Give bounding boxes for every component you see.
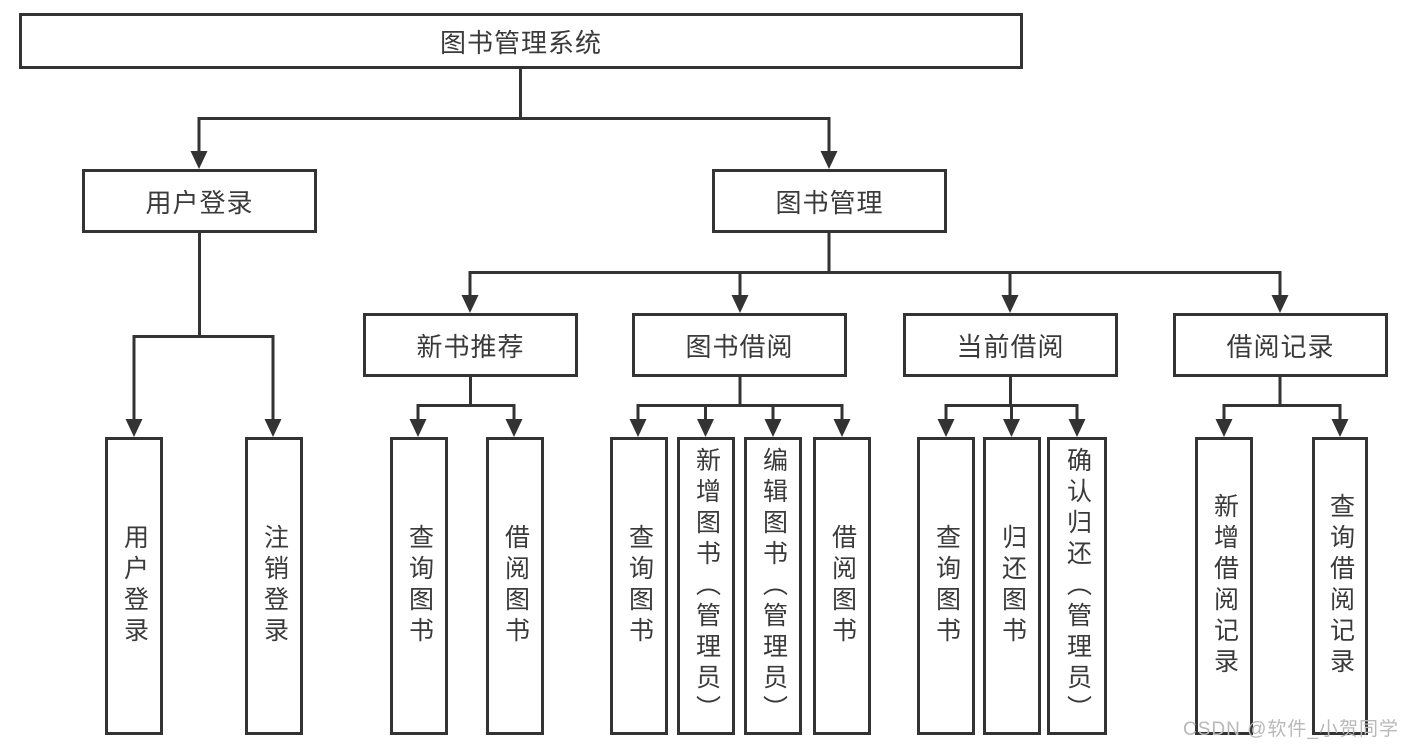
arrowheads xyxy=(125,151,1349,437)
node-leaf-recommend-borrow-books: 借阅图书 xyxy=(486,437,544,735)
arrow-icon xyxy=(1215,419,1233,437)
node-library-management-system: 图书管理系统 xyxy=(19,13,1023,69)
arrow-icon xyxy=(1003,419,1020,437)
node-label: 确认归还（管理员） xyxy=(1063,446,1092,726)
node-label: 编辑图书（管理员） xyxy=(759,446,788,726)
node-leaf-add-borrow-record: 新增借阅记录 xyxy=(1195,437,1253,735)
node-label: 用户登录 xyxy=(145,187,254,218)
node-label: 注销登录 xyxy=(260,524,289,648)
node-leaf-query-borrow-record: 查询借阅记录 xyxy=(1312,437,1368,735)
arrow-icon xyxy=(1068,419,1086,437)
node-label: 图书管理系统 xyxy=(439,27,602,58)
node-label: 查询图书 xyxy=(625,524,654,648)
connector-bookmgmt-branch xyxy=(468,271,1282,296)
connector-userlogin-branch xyxy=(132,335,275,420)
arrow-icon xyxy=(937,419,955,437)
arrow-icon xyxy=(833,419,851,437)
arrow-icon xyxy=(505,419,523,437)
node-label: 借阅图书 xyxy=(501,524,530,648)
node-leaf-current-query-books: 查询图书 xyxy=(917,437,975,735)
node-label: 新书推荐 xyxy=(416,331,525,362)
node-leaf-recommend-query-books: 查询图书 xyxy=(390,437,448,735)
node-label: 图书管理 xyxy=(775,187,884,218)
node-borrowing-records: 借阅记录 xyxy=(1173,313,1388,377)
node-label: 当前借阅 xyxy=(956,331,1065,362)
node-user-login: 用户登录 xyxy=(82,169,317,233)
node-label: 新增图书（管理员） xyxy=(692,446,721,726)
arrow-icon xyxy=(731,295,749,313)
arrow-icon xyxy=(1001,295,1019,313)
node-leaf-borrow-query-books: 查询图书 xyxy=(610,437,668,735)
arrow-icon xyxy=(697,419,714,437)
node-label: 查询借阅记录 xyxy=(1326,493,1355,679)
node-leaf-confirm-return-admin: 确认归还（管理员） xyxy=(1047,437,1107,735)
connector-strokes xyxy=(132,69,1342,420)
arrow-icon xyxy=(1271,295,1289,313)
node-label: 新增借阅记录 xyxy=(1210,493,1239,679)
arrow-icon xyxy=(409,419,427,437)
arrow-icon xyxy=(461,295,479,313)
connector-root-branch xyxy=(197,117,831,152)
node-label: 查询图书 xyxy=(932,524,961,648)
connector-borrow-branch xyxy=(636,404,844,420)
node-leaf-edit-books-admin: 编辑图书（管理员） xyxy=(744,437,802,735)
node-book-borrowing: 图书借阅 xyxy=(632,313,847,377)
csdn-watermark: CSDN @软件_小贺同学 xyxy=(1183,719,1399,740)
node-label: 用户登录 xyxy=(120,524,149,648)
arrow-icon xyxy=(264,419,282,437)
node-leaf-borrow-lend-books: 借阅图书 xyxy=(813,437,871,735)
node-label: 借阅记录 xyxy=(1226,331,1335,362)
node-leaf-logout: 注销登录 xyxy=(245,437,303,735)
arrow-icon xyxy=(125,419,143,437)
node-leaf-user-login: 用户登录 xyxy=(105,437,163,735)
node-leaf-add-books-admin: 新增图书（管理员） xyxy=(677,437,735,735)
arrow-icon xyxy=(1331,419,1349,437)
node-label: 图书借阅 xyxy=(685,331,794,362)
arrow-icon xyxy=(190,151,208,169)
node-leaf-return-books: 归还图书 xyxy=(983,437,1041,735)
node-label: 查询图书 xyxy=(405,524,434,648)
connector-records-branch xyxy=(1222,404,1342,420)
arrow-icon xyxy=(629,419,647,437)
node-new-book-recommendation: 新书推荐 xyxy=(363,313,578,377)
arrow-icon xyxy=(764,419,782,437)
node-current-borrowing: 当前借阅 xyxy=(903,313,1118,377)
node-book-management: 图书管理 xyxy=(712,169,947,233)
node-label: 归还图书 xyxy=(998,524,1027,648)
node-label: 借阅图书 xyxy=(828,524,857,648)
connector-recommend-branch xyxy=(416,404,516,420)
arrow-icon xyxy=(820,151,838,169)
